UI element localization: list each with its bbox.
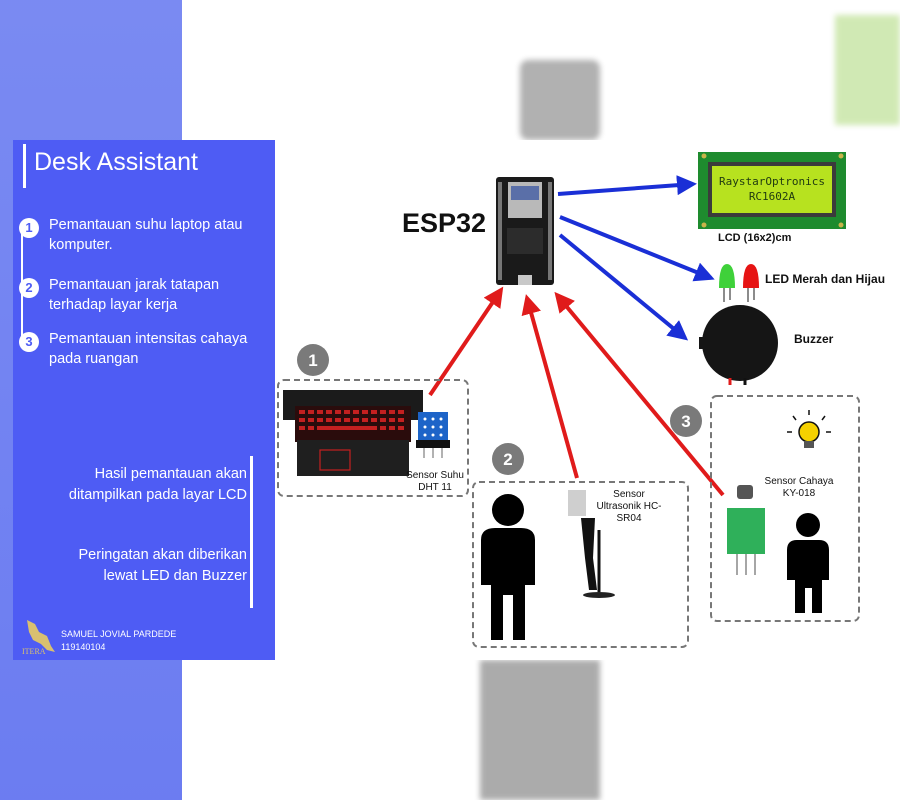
arrow-to-buzzer (558, 233, 689, 341)
buzzer (699, 305, 778, 385)
group-1-circle (297, 344, 329, 376)
itera-logo-icon (27, 620, 55, 652)
step-number: 1 (19, 218, 39, 238)
arrow-from-dht11 (428, 286, 504, 397)
sensor1-label: Sensor Suhu DHT 11 (406, 470, 464, 493)
author-name: SAMUEL JOVIAL PARDEDE (61, 629, 177, 639)
result-text: Hasil pemantauan akan ditampilkan pada l… (68, 466, 247, 503)
title-accent (23, 144, 26, 188)
ghost-person (480, 660, 600, 800)
info-panel: Desk Assistant 1 Pemantauan suhu laptop … (13, 140, 275, 660)
ghost-lcd (835, 15, 900, 125)
esp32-board (496, 177, 554, 285)
led-label: LED Merah dan Hijau (765, 272, 886, 286)
panel-title: Desk Assistant (34, 148, 198, 176)
logo-text: ITERA (22, 647, 46, 656)
ultrasonic-monitor (568, 490, 615, 598)
result-accent (250, 456, 253, 608)
sensor3-label: Sensor Cahaya KY-018 (764, 476, 834, 499)
step-text: Pemantauan intensitas cahaya pada ruanga… (49, 331, 248, 367)
arrow-to-led (559, 215, 715, 282)
group-box-2 (472, 481, 689, 648)
dht11-sensor (416, 412, 450, 458)
led-green (719, 264, 735, 302)
arrow-from-ldr (554, 291, 725, 497)
person-icon (787, 513, 829, 613)
arrow-to-lcd (557, 175, 697, 196)
group-3-circle (670, 405, 702, 437)
ldr-sensor (727, 485, 765, 575)
person-icon (481, 494, 535, 640)
lcd-label: LCD (16x2)cm (718, 232, 792, 244)
author-id: 119140104 (61, 642, 106, 652)
led-red (743, 264, 759, 302)
group-box-3 (710, 395, 860, 622)
step-number: 2 (19, 278, 39, 298)
group-1-number: 1 (308, 351, 317, 370)
lcd-module (698, 152, 846, 229)
warning-text: Peringatan akan diberikan lewat LED dan … (78, 547, 247, 584)
group-2-number: 2 (503, 450, 512, 469)
diagram-svg: 1 2 3 RaystarOptronics RC1602A (277, 152, 860, 648)
lcd-line-2: RC1602A (749, 190, 796, 203)
lcd-line-1: RaystarOptronics (719, 175, 825, 188)
sensor2-label: Sensor Ultrasonik HC-SR04 (596, 489, 662, 524)
step-text: Pemantauan suhu laptop atau komputer. (49, 217, 243, 253)
group-3-number: 3 (681, 412, 690, 431)
step-number: 3 (19, 332, 39, 352)
step-text: Pemantauan jarak tatapan terhadap layar … (49, 277, 220, 313)
laptop (283, 390, 423, 476)
group-2-circle (492, 443, 524, 475)
buzzer-label: Buzzer (794, 332, 834, 346)
diagram-canvas: 1 2 3 RaystarOptronics RC1602A ESP32 LCD… (275, 140, 888, 660)
author-info: SAMUEL JOVIAL PARDEDE 119140104 (61, 628, 176, 654)
arrow-from-ultrasonic (521, 294, 579, 479)
lightbulb-icon (787, 410, 831, 448)
esp32-label: ESP32 (402, 208, 487, 238)
ghost-board (520, 60, 600, 140)
